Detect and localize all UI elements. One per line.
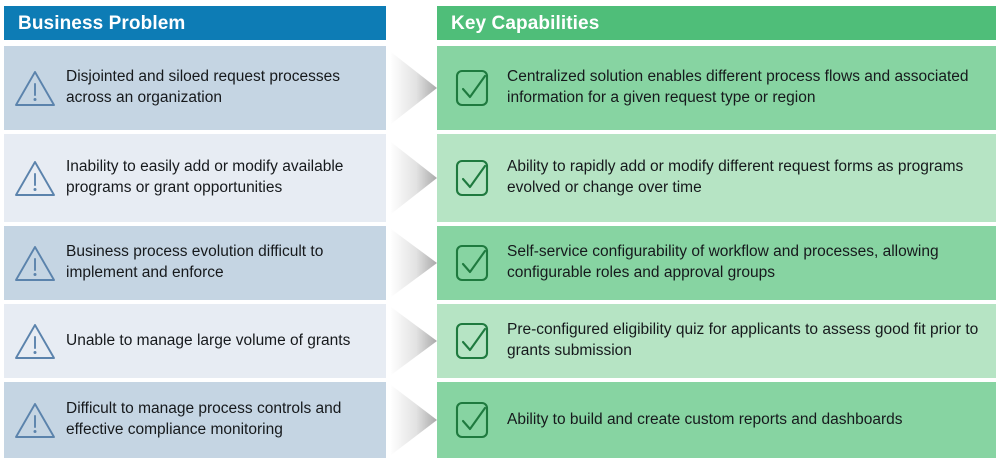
list-item-label: Business process evolution difficult to … (66, 243, 324, 281)
check-square-icon (437, 156, 507, 200)
chevron-right-arrow (391, 52, 437, 124)
list-item-label: Centralized solution enables different p… (507, 68, 969, 106)
list-item-label: Disjointed and siloed request processes … (66, 68, 340, 106)
chevron-right-arrow (391, 142, 437, 214)
check-square-icon (437, 398, 507, 442)
warning-triangle-icon (4, 243, 66, 283)
warning-triangle-icon (4, 68, 66, 108)
check-square-icon (437, 241, 507, 285)
list-item-label: Inability to easily add or modify availa… (66, 158, 344, 196)
row-gap (437, 378, 996, 382)
list-item-label: Pre-configured eligibility quiz for appl… (507, 321, 979, 359)
list-item-label: Self-service configurability of workflow… (507, 243, 939, 281)
list-item[interactable]: Centralized solution enables different p… (437, 46, 996, 130)
chevron-right-arrow (391, 229, 437, 297)
key-capabilities-column: Centralized solution enables different p… (437, 46, 996, 458)
row-gap (437, 222, 996, 226)
list-item-label: Ability to build and create custom repor… (507, 410, 903, 428)
business-problem-column: Disjointed and siloed request processes … (4, 46, 386, 458)
list-item[interactable]: Ability to build and create custom repor… (437, 382, 996, 458)
row-gap (4, 130, 386, 134)
row-gap (437, 300, 996, 304)
list-item[interactable]: Ability to rapidly add or modify differe… (437, 134, 996, 222)
list-item[interactable]: Difficult to manage process controls and… (4, 382, 386, 458)
check-square-icon (437, 319, 507, 363)
chevron-right-arrow (391, 307, 437, 375)
warning-triangle-icon (4, 400, 66, 440)
row-gap (4, 378, 386, 382)
list-item[interactable]: Unable to manage large volume of grants (4, 304, 386, 378)
list-item-label: Difficult to manage process controls and… (66, 400, 342, 438)
warning-triangle-icon (4, 321, 66, 361)
list-item[interactable]: Self-service configurability of workflow… (437, 226, 996, 300)
chevron-right-arrow (391, 385, 437, 455)
row-gap (4, 300, 386, 304)
key-capabilities-header: Key Capabilities (437, 6, 996, 40)
list-item-label: Ability to rapidly add or modify differe… (507, 158, 964, 196)
list-item-label: Unable to manage large volume of grants (66, 331, 351, 349)
list-item[interactable]: Business process evolution difficult to … (4, 226, 386, 300)
check-square-icon (437, 66, 507, 110)
list-item[interactable]: Disjointed and siloed request processes … (4, 46, 386, 130)
list-item[interactable]: Inability to easily add or modify availa… (4, 134, 386, 222)
business-problem-header: Business Problem (4, 6, 386, 40)
row-gap (4, 222, 386, 226)
key-capabilities-header-label: Key Capabilities (451, 12, 600, 34)
business-problem-header-label: Business Problem (18, 12, 186, 34)
warning-triangle-icon (4, 158, 66, 198)
list-item[interactable]: Pre-configured eligibility quiz for appl… (437, 304, 996, 378)
row-gap (437, 130, 996, 134)
